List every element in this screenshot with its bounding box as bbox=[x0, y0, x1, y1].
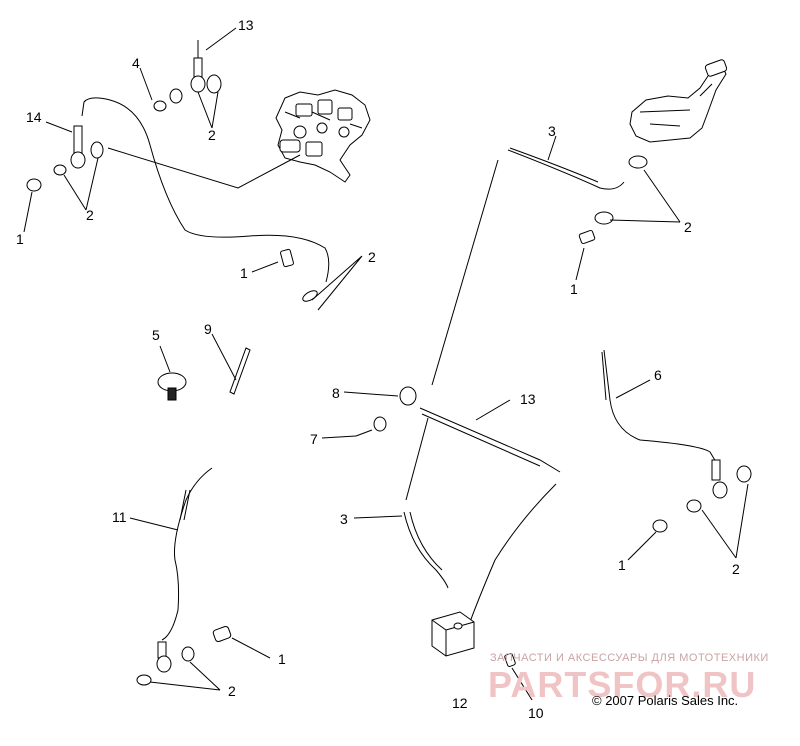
rivet-7 bbox=[355, 416, 387, 437]
master-cylinder-lever bbox=[629, 59, 728, 143]
fitting-1-mid bbox=[280, 248, 318, 302]
callout-11: 11 bbox=[112, 509, 127, 525]
callout-10: 10 bbox=[528, 705, 544, 721]
callout-4: 4 bbox=[132, 55, 140, 71]
watermark-brand: PARTSFOR.RU bbox=[488, 664, 757, 705]
clip-5 bbox=[157, 372, 187, 401]
callout-3-top: 3 bbox=[548, 123, 556, 139]
washer-right-top bbox=[578, 155, 648, 245]
callout-6: 6 bbox=[654, 367, 662, 383]
banjo-fitting-14 bbox=[26, 125, 104, 192]
brake-hose-6 bbox=[603, 349, 717, 463]
callout-8: 8 bbox=[332, 385, 340, 401]
brake-line-13-mid bbox=[419, 407, 561, 473]
callout-2-right-top: 2 bbox=[684, 219, 692, 235]
callout-3-low: 3 bbox=[340, 511, 348, 527]
callout-7: 7 bbox=[310, 431, 318, 447]
callout-2-bottom: 2 bbox=[228, 683, 236, 699]
callout-13-mid: 13 bbox=[520, 391, 536, 407]
banjo-fitting-11 bbox=[136, 625, 232, 686]
callout-5: 5 bbox=[152, 327, 160, 343]
bolt-10 bbox=[504, 653, 516, 667]
brake-hose-11 bbox=[161, 467, 213, 641]
callout-9: 9 bbox=[204, 321, 212, 337]
callout-1-right-top: 1 bbox=[570, 281, 578, 297]
banjo-fitting-top bbox=[153, 57, 222, 112]
callout-1-right-low: 1 bbox=[618, 557, 626, 573]
callout-13-top: 13 bbox=[238, 17, 254, 33]
cable-tie-9 bbox=[229, 347, 251, 395]
copyright-notice: © 2007 Polaris Sales Inc. bbox=[592, 693, 739, 708]
brake-caliper bbox=[275, 89, 371, 183]
leader-lines bbox=[23, 27, 749, 701]
callout-2-top-b: 2 bbox=[86, 207, 94, 223]
callout-1-left: 1 bbox=[16, 231, 24, 247]
callout-2-mid: 2 bbox=[368, 249, 376, 265]
junction-block-12 bbox=[431, 611, 475, 657]
callout-1-bottom: 1 bbox=[278, 651, 286, 667]
callout-12: 12 bbox=[452, 695, 468, 711]
clamp-8 bbox=[399, 386, 417, 406]
banjo-fitting-6 bbox=[652, 459, 752, 533]
brake-hose-14 bbox=[81, 97, 330, 283]
callout-1-mid: 1 bbox=[240, 265, 248, 281]
brake-line-3-top bbox=[507, 149, 625, 190]
watermark-caption: ЗАПЧАСТИ И АКСЕССУАРЫ ДЛЯ МОТОТЕХНИКИ bbox=[490, 652, 769, 664]
callout-labels: 13 4 14 2 2 1 1 2 3 2 1 5 9 8 7 13 6 11 … bbox=[16, 17, 740, 721]
callout-2-right-low: 2 bbox=[732, 561, 740, 577]
callout-14: 14 bbox=[26, 109, 42, 125]
callout-2-top-a: 2 bbox=[208, 127, 216, 143]
